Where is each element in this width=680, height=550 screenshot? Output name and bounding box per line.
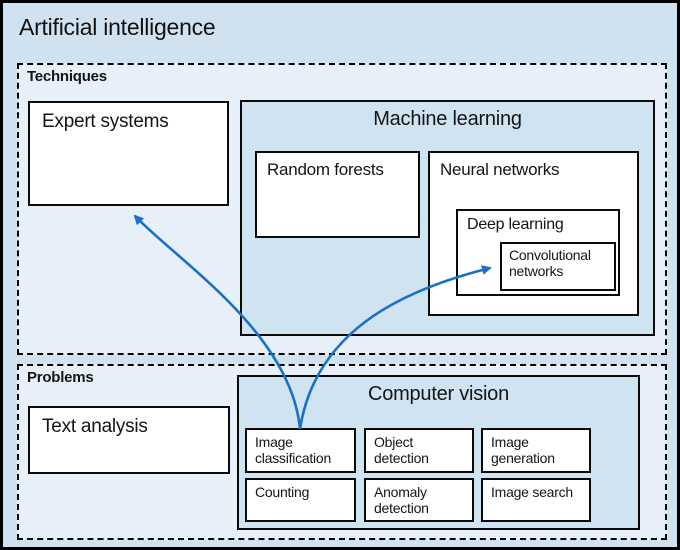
deep-learning-box: Deep learning Convolutional networks — [456, 209, 620, 296]
problems-zone: Problems Text analysis Computer vision I… — [17, 364, 667, 540]
text-analysis-label: Text analysis — [42, 416, 148, 437]
image-generation-box: Image generation — [481, 428, 591, 473]
neural-networks-box: Neural networks Deep learning Convolutio… — [428, 151, 639, 316]
neural-networks-label: Neural networks — [440, 160, 560, 179]
techniques-zone-label: Techniques — [27, 68, 107, 85]
computer-vision-box: Computer vision Image classification Obj… — [237, 375, 640, 530]
machine-learning-box: Machine learning Random forests Neural n… — [240, 100, 655, 336]
expert-systems-label: Expert systems — [42, 111, 169, 132]
counting-label: Counting — [255, 484, 310, 500]
object-detection-label: Object detection — [374, 434, 429, 467]
expert-systems-box: Expert systems — [28, 101, 229, 206]
machine-learning-title: Machine learning — [373, 108, 522, 130]
image-search-label: Image search — [491, 484, 573, 500]
counting-box: Counting — [245, 478, 356, 522]
anomaly-detection-label: Anomaly detection — [374, 484, 429, 517]
random-forests-box: Random forests — [255, 151, 420, 238]
object-detection-box: Object detection — [364, 428, 474, 473]
convolutional-networks-box: Convolutional networks — [500, 242, 616, 291]
image-classification-label: Image classification — [255, 434, 332, 467]
convolutional-networks-label: Convolutional networks — [509, 247, 591, 280]
problems-zone-label: Problems — [27, 369, 94, 386]
diagram-title: Artificial intelligence — [19, 14, 216, 40]
random-forests-label: Random forests — [267, 160, 384, 179]
computer-vision-title: Computer vision — [368, 383, 509, 405]
text-analysis-box: Text analysis — [28, 406, 230, 474]
image-generation-label: Image generation — [491, 434, 555, 467]
image-search-box: Image search — [481, 478, 591, 522]
image-classification-box: Image classification — [245, 428, 356, 473]
anomaly-detection-box: Anomaly detection — [364, 478, 474, 522]
deep-learning-label: Deep learning — [467, 216, 564, 233]
techniques-zone: Techniques Expert systems Machine learni… — [17, 63, 667, 355]
